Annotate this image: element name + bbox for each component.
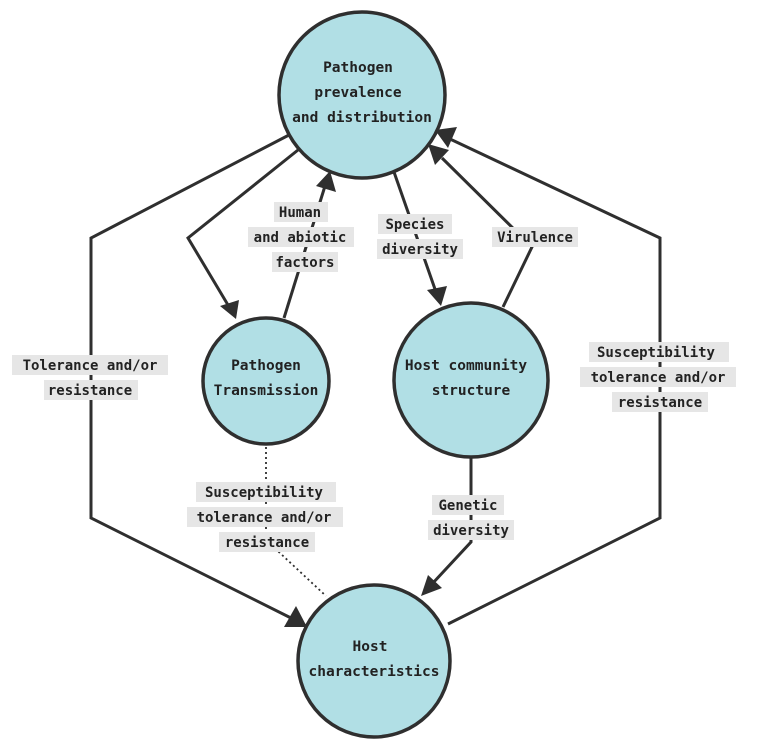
label-human-line-1: Human: [279, 205, 321, 221]
arrowhead-prevalence-virulence: [428, 144, 449, 165]
edge-prevalence-to-host-left: [89, 133, 292, 620]
label-virulence: Virulence: [492, 227, 578, 247]
edges: [89, 127, 662, 627]
label-genetic-line-1: Genetic: [438, 498, 497, 514]
edge-labels: Tolerance and/or resistance Human and ab…: [12, 202, 736, 552]
label-genetic-diversity: Genetic diversity: [428, 495, 514, 540]
label-susceptibility-center-line-1: Susceptibility: [205, 485, 324, 501]
node-pathogen-transmission: Pathogen Transmission: [201, 316, 331, 446]
label-susceptibility-right: Susceptibility tolerance and/or resistan…: [580, 342, 736, 412]
label-genetic-line-2: diversity: [433, 523, 509, 539]
label-susceptibility-right-line-1: Susceptibility: [597, 345, 716, 361]
arrowhead-host-genetic: [421, 575, 442, 596]
label-human-line-3: factors: [275, 255, 334, 271]
node-prevalence-line-3: and distribution: [292, 110, 432, 126]
label-species-diversity: Species diversity: [377, 214, 463, 259]
arrowhead-host-left: [284, 606, 307, 627]
label-human-abiotic: Human and abiotic factors: [248, 202, 354, 272]
node-transmission-line-1: Pathogen: [231, 358, 301, 374]
label-susceptibility-center-line-3: resistance: [225, 535, 309, 551]
node-prevalence-line-2: prevalence: [314, 85, 402, 101]
node-transmission-line-2: Transmission: [214, 383, 319, 399]
edge-community-to-host: [430, 457, 473, 586]
node-host-line-1: Host: [353, 639, 388, 655]
arrowhead-transmission: [220, 300, 239, 319]
label-virulence-line-1: Virulence: [497, 230, 573, 246]
label-species-line-1: Species: [385, 217, 444, 233]
node-prevalence-line-1: Pathogen: [323, 60, 393, 76]
node-host-line-2: characteristics: [309, 664, 440, 680]
label-susceptibility-right-line-2: tolerance and/or: [591, 370, 726, 386]
label-tolerance-line-1: Tolerance and/or: [23, 358, 158, 374]
edge-prevalence-to-transmission: [186, 148, 299, 306]
label-susceptibility-right-line-3: resistance: [618, 395, 702, 411]
label-human-line-2: and abiotic: [254, 230, 347, 246]
label-susceptibility-center-line-2: tolerance and/or: [197, 510, 332, 526]
label-species-line-2: diversity: [382, 242, 458, 258]
node-host-characteristics: Host characteristics: [296, 583, 452, 739]
label-susceptibility-center: Susceptibility tolerance and/or resistan…: [187, 482, 343, 552]
arrowhead-community: [427, 286, 447, 306]
node-community-line-2: structure: [432, 383, 511, 399]
label-tolerance-resistance: Tolerance and/or resistance: [12, 355, 168, 400]
node-host-community: Host community structure: [392, 301, 550, 459]
node-pathogen-prevalence: Pathogen prevalence and distribution: [277, 10, 447, 180]
arrowhead-prevalence-human: [316, 171, 336, 192]
label-tolerance-line-2: resistance: [48, 383, 132, 399]
node-community-line-1: Host community: [405, 358, 527, 374]
arrowhead-prevalence-right: [435, 127, 457, 148]
